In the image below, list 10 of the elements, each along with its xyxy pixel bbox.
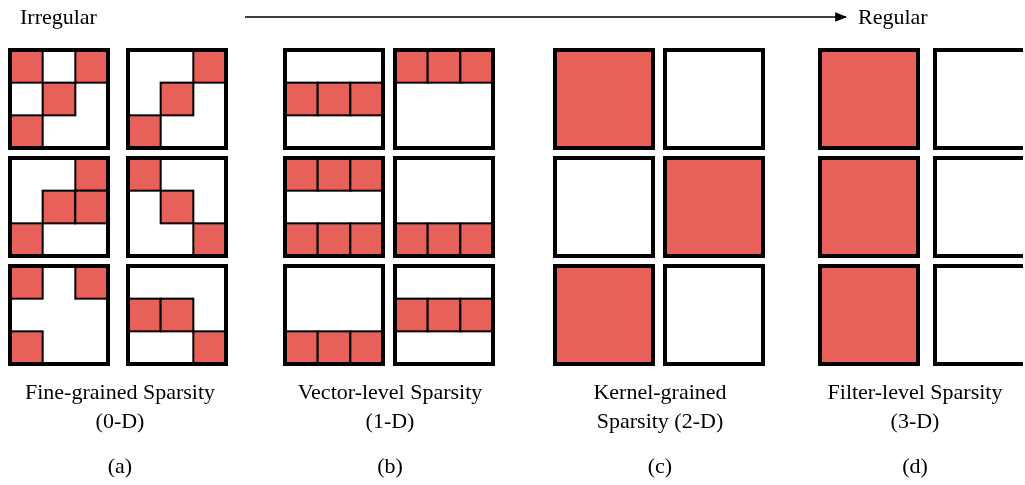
panel-letter: (a) <box>106 452 134 480</box>
panel-caption: Filter-level Sparsity (3-D) <box>826 378 1004 435</box>
panel-caption: Fine-grained Sparsity (0-D) <box>24 378 216 435</box>
scale-end-label: Regular <box>858 3 928 31</box>
panel-letter: (b) <box>376 452 404 480</box>
scale-end-label: Irregular <box>20 3 97 31</box>
panel-letter: (d) <box>901 452 929 480</box>
panel-caption: Vector-level Sparsity (1-D) <box>296 378 484 435</box>
panel-caption: Kernel-grained Sparsity (2-D) <box>592 378 728 435</box>
panel-letter: (c) <box>646 452 674 480</box>
